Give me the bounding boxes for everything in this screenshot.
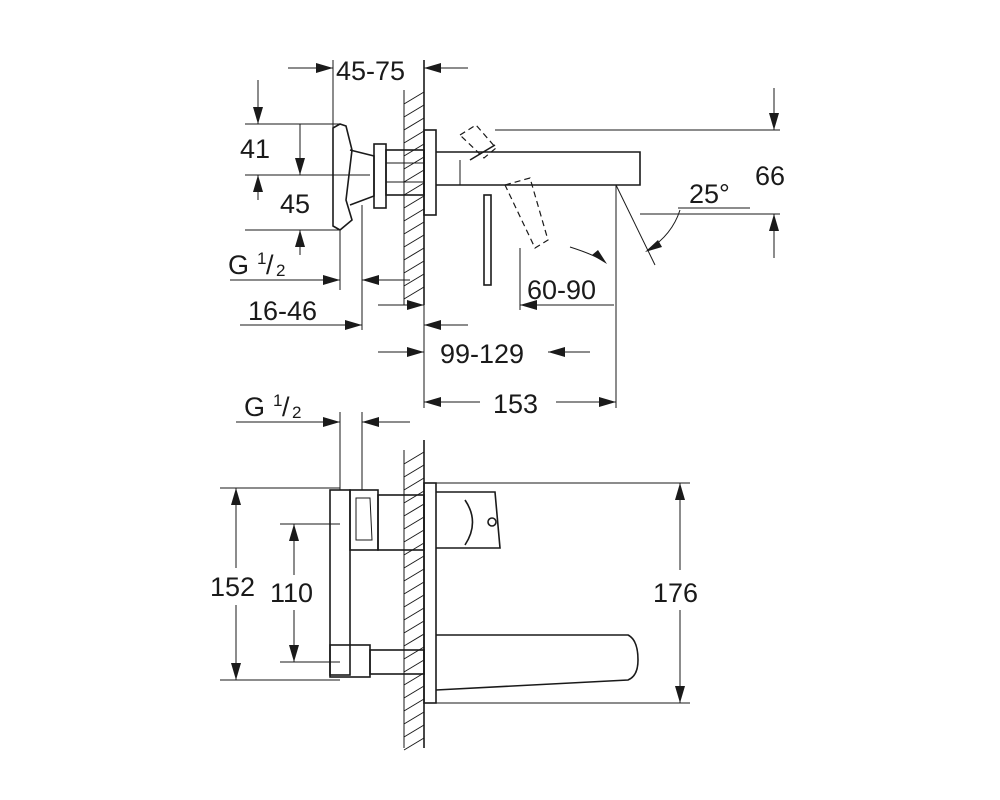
hatch-line <box>403 711 425 725</box>
dim-153: 153 <box>424 389 616 419</box>
hatch-line <box>403 594 425 608</box>
hatch-line <box>403 542 425 556</box>
hatch-line <box>403 451 425 465</box>
hatch-line <box>403 672 425 686</box>
hatch-line <box>403 477 425 491</box>
dim-41: 41 <box>240 80 270 200</box>
hatch-line <box>403 130 425 144</box>
front-spout <box>435 634 639 691</box>
label-thread-g: G <box>228 250 249 280</box>
hatch-line <box>403 633 425 647</box>
label-45: 45 <box>280 189 310 219</box>
label-66: 66 <box>755 161 785 191</box>
label-60-90: 60-90 <box>527 275 596 305</box>
dim-16-46: 16-46 <box>240 296 468 330</box>
label-thread-num-front: 1 <box>273 391 282 410</box>
label-153: 153 <box>493 389 538 419</box>
spout <box>436 144 641 286</box>
dim-45-75: 45-75 <box>288 56 468 86</box>
hatch-line <box>403 659 425 673</box>
hatch-line <box>403 104 425 118</box>
hatch-line <box>403 607 425 621</box>
label-25-deg: 25° <box>689 179 730 209</box>
label-45-75: 45-75 <box>336 56 405 86</box>
hatch-line <box>403 620 425 634</box>
dim-99-129: 99-129 <box>378 339 590 369</box>
hatch-line <box>403 698 425 712</box>
hatch-line <box>403 117 425 131</box>
hatch-line <box>403 182 425 196</box>
front-view: G 1 / 2 152 110 176 <box>210 391 698 751</box>
label-thread-den-front: 2 <box>292 403 301 422</box>
hatch-line <box>403 273 425 287</box>
front-wall-plate <box>423 482 437 704</box>
hatch-line <box>403 685 425 699</box>
label-thread-sep-front: / <box>282 392 290 422</box>
side-view: 45-75 41 45 G 1 / 2 <box>228 56 785 419</box>
hatch-line <box>403 516 425 530</box>
dim-60-90: 60-90 <box>520 246 614 310</box>
wall-hatch-bottom <box>403 440 425 751</box>
hatch-line <box>403 260 425 274</box>
handle-valve <box>332 123 425 231</box>
dim-66: 66 <box>755 88 785 258</box>
lever-dashed-positions <box>459 124 549 249</box>
hatch-line <box>403 568 425 582</box>
hatch-line <box>403 529 425 543</box>
label-152: 152 <box>210 572 255 602</box>
dim-176: 176 <box>653 483 698 703</box>
label-41: 41 <box>240 134 270 164</box>
hatch-line <box>403 91 425 105</box>
dim-110: 110 <box>270 524 313 662</box>
front-valve-body <box>329 489 425 678</box>
wall-plate <box>423 129 437 216</box>
hatch-line <box>403 286 425 300</box>
label-176: 176 <box>653 578 698 608</box>
hatch-line <box>403 581 425 595</box>
hatch-line <box>403 221 425 235</box>
label-thread-num: 1 <box>257 249 266 268</box>
hatch-line <box>403 646 425 660</box>
hatch-line <box>403 195 425 209</box>
hatch-line <box>403 737 425 751</box>
hatch-line <box>403 208 425 222</box>
front-handle <box>436 491 501 549</box>
hatch-line <box>403 169 425 183</box>
dim-angle-25: 25° <box>645 179 750 252</box>
dim-thread-top: G 1 / 2 <box>228 249 410 285</box>
hatch-line <box>403 490 425 504</box>
hatch-line <box>403 464 425 478</box>
dim-152: 152 <box>210 488 255 680</box>
label-16-46: 16-46 <box>248 296 317 326</box>
label-thread-sep: / <box>266 250 274 280</box>
hatch-line <box>403 724 425 738</box>
label-110: 110 <box>270 578 313 608</box>
hatch-line <box>403 503 425 517</box>
dim-thread-bottom: G 1 / 2 <box>236 391 410 427</box>
dim-45: 45 <box>280 124 310 255</box>
label-thread-g-front: G <box>244 392 265 422</box>
hatch-line <box>403 234 425 248</box>
label-thread-den: 2 <box>276 261 285 280</box>
hatch-line <box>403 555 425 569</box>
hatch-line <box>403 247 425 261</box>
label-99-129: 99-129 <box>440 339 524 369</box>
